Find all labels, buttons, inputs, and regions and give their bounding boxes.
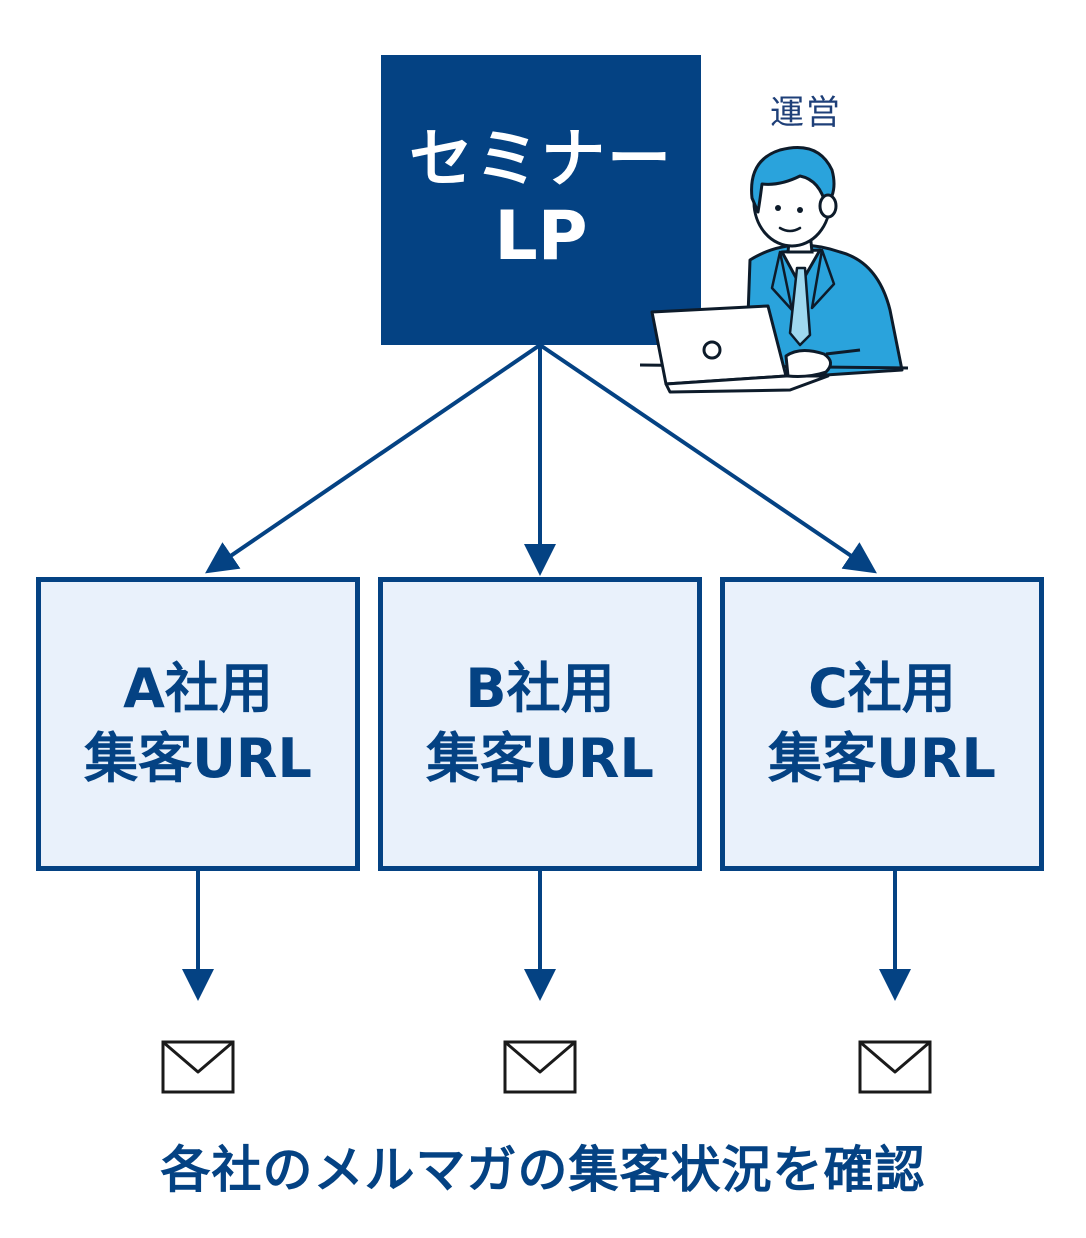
url-box-b: B社用 集客URL [378,577,702,871]
seminar-lp-title: セミナー [409,123,673,198]
seminar-lp-node: セミナー LP [381,55,701,345]
arrow-lp-to-a [205,343,542,574]
url-box-a: A社用 集客URL [36,577,360,871]
url-box-c: C社用 集客URL [720,577,1044,871]
url-box-a-company: A社用 [123,656,273,720]
url-box-a-label: 集客URL [84,727,312,790]
url-box-c-label: 集客URL [768,727,996,790]
envelope-icon [161,1040,235,1094]
operator-label: 運営 [770,93,842,133]
envelope-icon [858,1040,932,1094]
url-box-b-company: B社用 [465,656,615,720]
businessman-laptop-icon [640,146,909,394]
url-box-b-label: 集客URL [426,727,654,790]
url-box-c-company: C社用 [808,656,956,720]
envelope-icon [503,1040,577,1094]
arrow-lp-to-c [538,343,877,574]
caption: 各社のメルマガの集客状況を確認 [160,1141,926,1199]
seminar-lp-subtitle: LP [494,196,588,276]
